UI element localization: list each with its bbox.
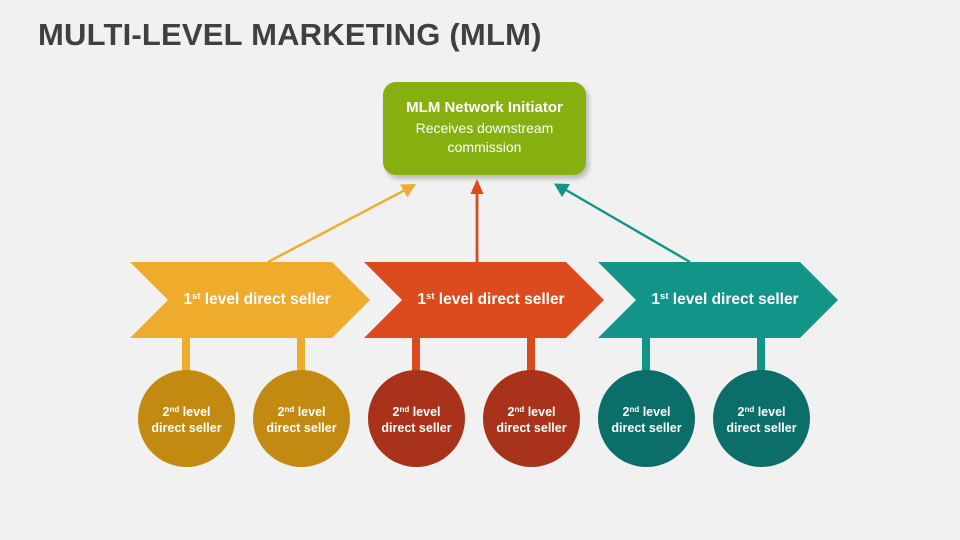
level1-chevron-1-label: 1st level direct seller bbox=[183, 291, 331, 308]
initiator-node[interactable]: MLM Network Initiator Receives downstrea… bbox=[383, 82, 586, 175]
initiator-subtitle: Receives downstream commission bbox=[415, 120, 554, 155]
level1-chevron-3[interactable]: 1st level direct seller bbox=[598, 262, 838, 338]
connector-stem-6 bbox=[757, 337, 765, 377]
connector-stem-4 bbox=[527, 337, 535, 377]
level1-chevron-3-label: 1st level direct seller bbox=[651, 291, 799, 308]
arrow-to-initiator-center bbox=[470, 179, 484, 262]
initiator-title: MLM Network Initiator bbox=[406, 99, 563, 116]
level1-chevron-1[interactable]: 1st level direct seller bbox=[130, 262, 370, 338]
level1-chevron-2-label: 1st level direct seller bbox=[417, 291, 565, 308]
arrow-to-initiator-left bbox=[267, 184, 416, 264]
level1-chevron-2[interactable]: 1st level direct seller bbox=[364, 262, 604, 338]
arrow-to-initiator-right bbox=[554, 183, 691, 264]
connector-stem-2 bbox=[297, 337, 305, 377]
connector-stem-5 bbox=[642, 337, 650, 377]
page-title: MULTI-LEVEL MARKETING (MLM) bbox=[38, 17, 542, 52]
connector-stem-3 bbox=[412, 337, 420, 377]
connector-stem-1 bbox=[182, 337, 190, 377]
